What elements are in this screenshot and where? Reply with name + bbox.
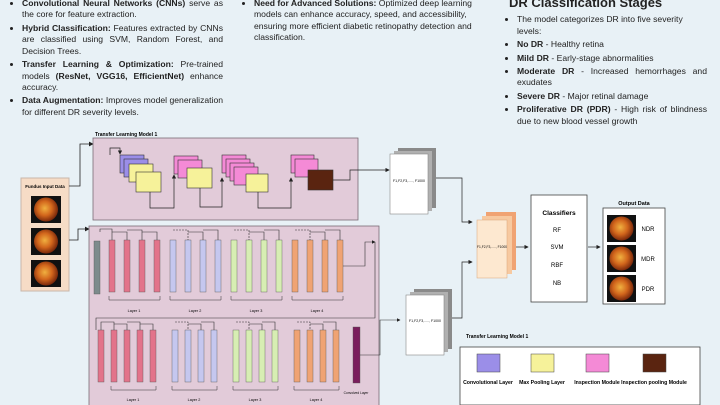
stage-item: Severe DR - Major retinal damage [517,91,707,102]
fundus-label: Fundus Input Data [25,184,65,189]
row-1-layer-label: Layer 3 [250,309,263,313]
legend-swatch-maxpool [530,353,555,373]
output-eye-icon [609,276,634,301]
output-images [607,215,636,302]
fusion-arrows [436,177,601,319]
row-1-brackets [108,296,344,301]
fused-feature-vector: F1,F2,F3,....., F1000 [476,212,516,279]
output-eye-icon [609,246,634,271]
need-bullet: Need for Advanced Solutions: Optimized d… [254,0,480,44]
legend-label: Inspection Module [574,380,620,386]
row-2-layer-label: Layer 4 [310,398,323,402]
row-2-brackets [110,386,340,391]
legend-label: Max Pooling Layer [519,380,565,386]
stage-item: Moderate DR - Increased hemorrhages and … [517,66,707,89]
stage-item: Mild DR - Early-stage abnormalities [517,53,707,64]
resnet-row-2 [97,326,361,384]
classifiers-title: Classifiers [542,210,576,217]
fundus-images [31,196,61,287]
features-column: Convolutional Neural Networks (CNNs) ser… [10,0,223,120]
output-label: NDR [642,227,656,233]
stages-column: DR Classification Stages The model categ… [507,0,707,129]
fundus-eye-icon [34,197,58,222]
conv-stack-2 [173,155,213,189]
legend-swatch-inspection [585,353,610,373]
fundus-eye-icon [34,229,58,254]
augment-bullet: Data Augmentation: Improves model genera… [22,95,223,118]
feature-vector-1-label: F1,F2,F3,....., F1000 [393,179,425,183]
stages-title: DR Classification Stages [509,0,663,10]
row-2-layer-label: Layer 2 [188,398,201,402]
output-eye-icon [609,216,634,241]
output-label: PDR [642,287,655,293]
classifier-label: RF [553,228,561,234]
row-1-skips [99,228,376,267]
row-1-layer-label: Layer 1 [128,309,141,313]
row-1-layer-label: Layer 4 [311,309,324,313]
output-title: Output Data [618,201,650,207]
conv-stack-1 [119,154,162,193]
feature-vector-2: F1,F2,F3,....., F1000 [405,289,452,356]
stage-item: Proliferative DR (PDR) - High risk of bl… [517,104,707,127]
inspection-stack-4 [290,154,334,191]
cnn-bullet: Convolutional Neural Networks (CNNs) ser… [22,0,223,21]
classifiers-box [530,194,588,303]
legend-label: Convolutional Layer [463,380,513,386]
stages-intro: The model categorizes DR into five sever… [517,14,707,37]
feature-vector-1: F1,F2,F3,....., F1000 [389,148,436,215]
inspection-stack-3 [221,154,269,193]
hybrid-bullet: Hybrid Classification: Features extracte… [22,23,223,57]
output-label: MDR [641,257,655,263]
top-panel-arrows [109,147,390,209]
row-2-layer-label: Layer 3 [249,398,262,402]
legend-swatch-conv [476,353,501,373]
input-connectors [69,141,94,241]
classifier-label: RBF [551,263,563,269]
legend-label: Inspection pooling Module [621,380,687,386]
classifier-label: NB [553,281,561,287]
legend-title: Transfer Learning Model 1 [466,334,528,340]
row-2-layer-label: Layer 1 [127,398,140,402]
row-1-layer-label: Layer 2 [189,309,202,313]
convolved-layer-label: Convolved Layer [344,391,370,395]
feature-vector-2-label: F1,F2,F3,....., F1000 [409,319,441,323]
fused-vector-label: F1,F2,F3,....., F1000 [477,245,507,249]
classifier-label: SVM [550,245,563,251]
row-2-skips [95,242,401,356]
stage-item: No DR - Healthy retina [517,39,707,50]
fundus-eye-icon [34,261,58,286]
transfer-bullet: Transfer Learning & Optimization: Pre-tr… [22,59,223,93]
need-column: Need for Advanced Solutions: Optimized d… [242,0,480,46]
legend-swatch-inspection-pooling [642,353,667,373]
transfer-model-top-title: Transfer Learning Model 1 [95,132,157,138]
